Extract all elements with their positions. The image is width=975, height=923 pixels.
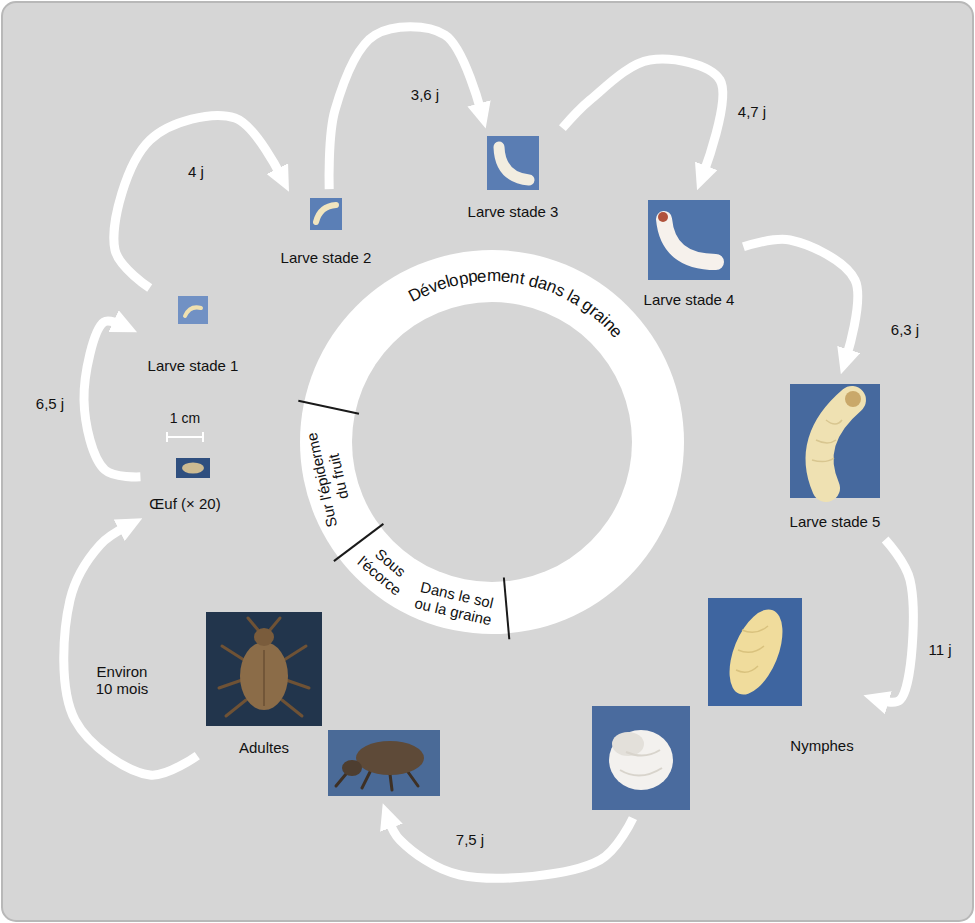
stage-box: Larve stade 1 [143,291,244,380]
stage-label: Larve stade 4 [644,291,735,309]
adult-beetle-photo [328,730,440,796]
duration-label: Environ 10 mois [87,663,157,698]
duration-label: 7,5 j [454,831,486,848]
stage-label: Œuf (× 20) [149,495,220,513]
ring-letter: p [467,267,479,288]
stage-box: Œuf (× 20) [144,453,225,518]
ring-letter: m [487,266,501,286]
stage-label: Adultes [239,739,289,757]
duration-label: 11 j [926,641,953,658]
adult-beetle-photo [206,612,322,726]
stage-box: Adultes [201,607,445,801]
stage-box: Larve stade 4 [639,195,740,314]
duration-label: 6,3 j [889,321,921,338]
larva-5-photo [790,384,880,498]
duration-arrow [743,239,857,357]
habitat-ring [298,250,684,639]
duration-arrow [389,818,633,878]
duration-label: 6,5 j [34,395,66,412]
larva-4-photo [648,200,730,280]
larva-1-photo [178,296,208,324]
duration-arrow [64,527,198,776]
ring-label: Développement dans la graine [403,264,628,343]
stage-box: Larve stade 2 [276,193,377,272]
duration-arrow [881,539,914,702]
stage-label: Larve stade 5 [790,513,881,531]
stage-label: Larve stade 2 [281,249,372,267]
duration-arrow [114,116,281,288]
stage-label: Larve stade 1 [148,357,239,375]
pupa-photo [592,706,690,810]
scale-label: 1 cm [170,410,200,426]
duration-arrow [329,27,481,189]
stage-label: Nymphes [790,737,853,755]
egg-photo [176,458,210,478]
stage-box: Larve stade 3 [463,131,564,226]
duration-arrow [562,59,722,173]
duration-arrow [84,321,140,477]
stage-box: Nymphes [587,593,859,815]
pupa-photo [708,598,802,706]
scale-bar [167,432,203,442]
duration-label: 4,7 j [736,103,768,120]
larva-2-photo [310,198,342,230]
stage-label: Larve stade 3 [468,203,559,221]
duration-label: 4 j [186,163,206,180]
stage-box: Larve stade 5 [785,379,886,536]
ring-letter: e [477,266,488,286]
duration-label: 3,6 j [409,86,441,103]
larva-3-photo [487,136,539,190]
